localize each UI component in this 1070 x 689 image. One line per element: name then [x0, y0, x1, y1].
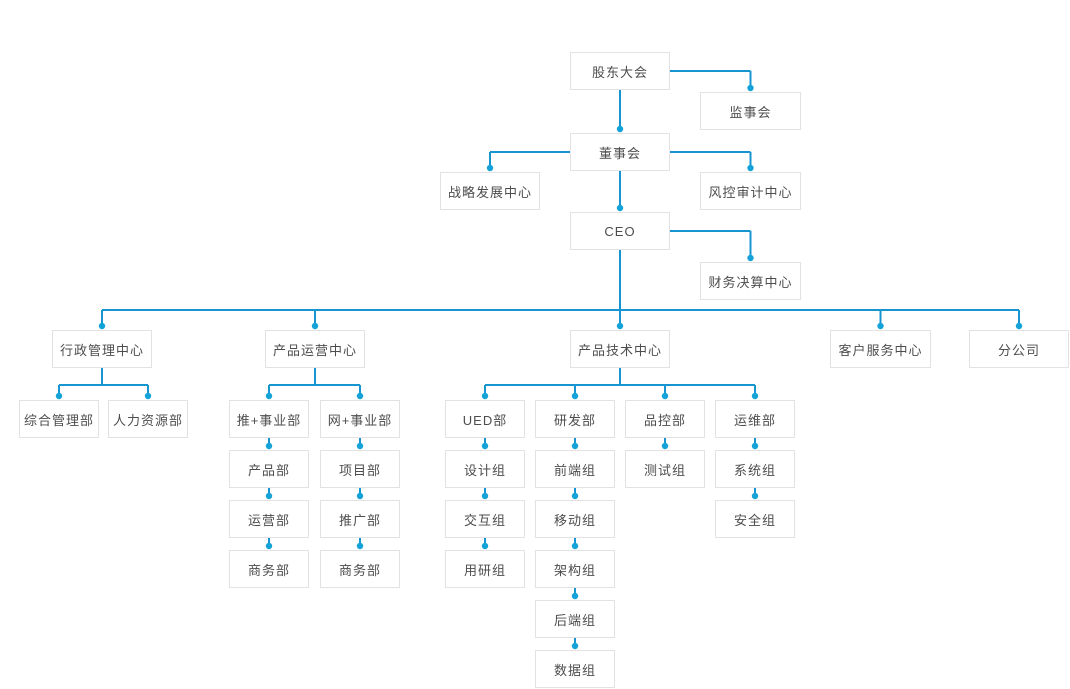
- org-node-product-dept: 产品部: [229, 450, 309, 488]
- org-node-promotion-dept: 推广部: [320, 500, 400, 538]
- org-node-backend-group: 后端组: [535, 600, 615, 638]
- org-node-customer-service: 客户服务中心: [830, 330, 931, 368]
- org-node-tui-division: 推+事业部: [229, 400, 309, 438]
- org-node-user-research-group: 用研组: [445, 550, 525, 588]
- org-node-design-group: 设计组: [445, 450, 525, 488]
- org-node-board: 董事会: [570, 133, 670, 171]
- org-node-general-mgmt-dept: 综合管理部: [19, 400, 99, 438]
- org-node-rd-dept: 研发部: [535, 400, 615, 438]
- org-node-strategy-center: 战略发展中心: [440, 172, 540, 210]
- org-node-risk-audit-center: 风控审计中心: [700, 172, 801, 210]
- org-node-hr-dept: 人力资源部: [108, 400, 188, 438]
- org-node-mobile-group: 移动组: [535, 500, 615, 538]
- org-node-data-group: 数据组: [535, 650, 615, 688]
- org-node-testing-group: 测试组: [625, 450, 705, 488]
- org-node-branch-company: 分公司: [969, 330, 1069, 368]
- org-node-product-tech-center: 产品技术中心: [570, 330, 670, 368]
- org-node-admin-center: 行政管理中心: [52, 330, 152, 368]
- org-node-ued-dept: UED部: [445, 400, 525, 438]
- org-node-supervisory: 监事会: [700, 92, 801, 130]
- org-node-security-group: 安全组: [715, 500, 795, 538]
- org-node-finance-center: 财务决算中心: [700, 262, 801, 300]
- org-node-product-ops-center: 产品运营中心: [265, 330, 365, 368]
- org-node-ceo: CEO: [570, 212, 670, 250]
- org-node-operation-dept: 运营部: [229, 500, 309, 538]
- org-node-project-dept: 项目部: [320, 450, 400, 488]
- org-node-net-division: 网+事业部: [320, 400, 400, 438]
- org-node-business-dept-net: 商务部: [320, 550, 400, 588]
- org-node-qc-dept: 品控部: [625, 400, 705, 438]
- org-node-ops-dept: 运维部: [715, 400, 795, 438]
- org-node-interaction-group: 交互组: [445, 500, 525, 538]
- org-node-shareholders: 股东大会: [570, 52, 670, 90]
- org-node-business-dept-tui: 商务部: [229, 550, 309, 588]
- org-node-frontend-group: 前端组: [535, 450, 615, 488]
- org-node-architecture-group: 架构组: [535, 550, 615, 588]
- org-node-system-group: 系统组: [715, 450, 795, 488]
